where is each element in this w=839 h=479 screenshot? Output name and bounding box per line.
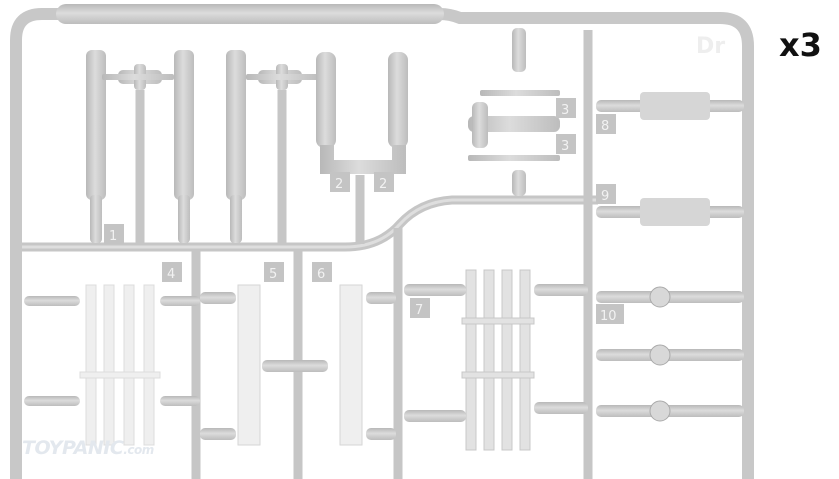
- part-10-wheels: [596, 286, 744, 422]
- part-6-plate: [339, 284, 363, 446]
- sprue-letter: Dr: [696, 34, 726, 59]
- svg-text:9: 9: [601, 189, 609, 204]
- svg-text:3: 3: [561, 139, 569, 154]
- part-7-grid: [461, 269, 535, 451]
- watermark: TOYPANIC.com: [22, 437, 154, 459]
- watermark-suffix: .com: [123, 443, 154, 457]
- part-3-valve: [468, 28, 560, 196]
- svg-text:6: 6: [317, 267, 325, 282]
- svg-text:2: 2: [379, 177, 387, 192]
- part-1-tubes: [86, 50, 320, 243]
- part-2-exhaust: [316, 52, 408, 174]
- svg-text:7: 7: [415, 303, 423, 318]
- svg-text:8: 8: [601, 119, 609, 134]
- part-4-ladder: [79, 284, 161, 446]
- svg-text:2: 2: [335, 177, 343, 192]
- svg-text:4: 4: [167, 267, 175, 282]
- part-5-plate: [237, 284, 261, 446]
- svg-text:5: 5: [269, 267, 277, 282]
- outer-frame: [10, 8, 754, 479]
- part-8-9-cylinders: [596, 92, 744, 226]
- watermark-main: TOYPANIC: [22, 437, 124, 459]
- svg-text:10: 10: [600, 309, 617, 324]
- svg-text:3: 3: [561, 103, 569, 118]
- svg-text:1: 1: [109, 229, 117, 244]
- frame-top-tab: [56, 4, 444, 24]
- part-number-tags: 1 2 2 3 3 4 5 6 7 8 9 10: [104, 98, 624, 324]
- quantity-label: x3: [779, 26, 822, 64]
